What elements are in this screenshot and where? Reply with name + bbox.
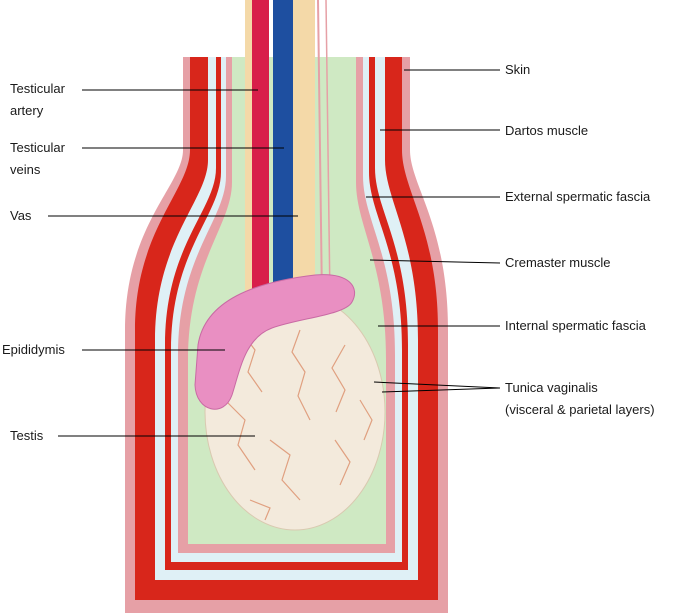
- label-cremaster-muscle: Cremaster muscle: [505, 255, 611, 270]
- label-tunica-vaginalis: Tunica vaginalis (visceral & parietal la…: [505, 380, 655, 417]
- leader-tunica-parietal: [381, 387, 501, 393]
- label-testicular-artery: Testicular artery: [10, 81, 65, 118]
- label-dartos-muscle: Dartos muscle: [505, 123, 589, 138]
- label-external-spermatic-fascia: External spermatic fascia: [505, 189, 651, 204]
- label-skin: Skin: [505, 62, 531, 77]
- label-vas: Vas: [10, 208, 32, 223]
- testicular-vein: [273, 0, 293, 300]
- testis-vessel-lines: [224, 329, 373, 521]
- label-epididymis: Epididymis: [2, 342, 65, 357]
- label-testis: Testis: [10, 428, 44, 443]
- leader-cremaster-muscle: [369, 259, 501, 264]
- cord-sheath-line: [325, 0, 331, 301]
- label-internal-spermatic-fascia: Internal spermatic fascia: [505, 318, 646, 333]
- label-testicular-veins: Testicular veins: [10, 140, 65, 177]
- epididymis: [194, 274, 356, 410]
- leader-tunica-visceral: [373, 381, 501, 389]
- cord-sheath-line: [317, 0, 323, 301]
- testicular-artery-vessel: [252, 0, 269, 300]
- leader-lines: [48, 69, 501, 437]
- cord-sheath-left: [245, 0, 252, 300]
